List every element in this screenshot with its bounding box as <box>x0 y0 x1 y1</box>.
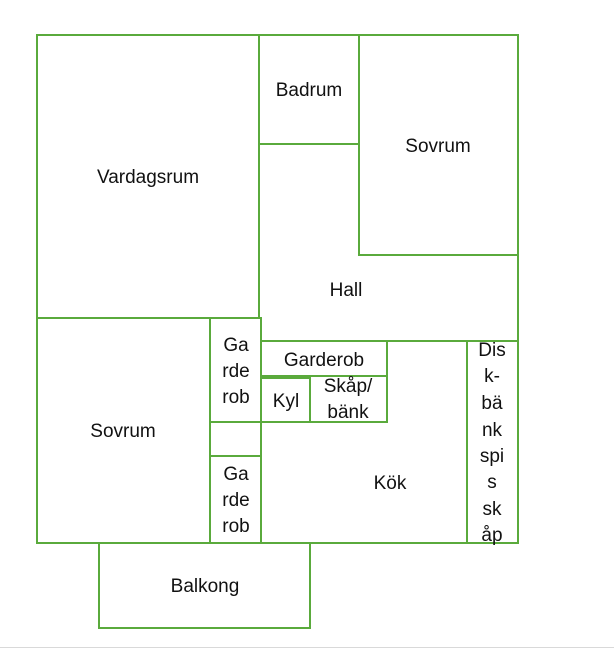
room-garderob-top-left <box>209 317 262 423</box>
label-diskbank-6: s <box>487 472 497 493</box>
label-badrum: Badrum <box>276 80 343 101</box>
room-garderob-bottom-left <box>209 455 262 544</box>
label-garderob-kitchen: Garderob <box>284 350 364 371</box>
label-diskbank-5: spi <box>480 446 504 467</box>
label-vardagsrum: Vardagsrum <box>97 167 199 188</box>
label-garderob-bottom-left-3: rob <box>222 516 249 537</box>
label-garderob-top-left-2: rde <box>222 361 249 382</box>
label-hall: Hall <box>330 280 363 301</box>
room-diskbank <box>466 340 519 544</box>
label-skap-bank-1: Skåp/ <box>324 376 373 397</box>
label-diskbank-4: nk <box>482 420 503 441</box>
room-badrum <box>258 34 360 145</box>
label-diskbank-8: åp <box>481 525 502 546</box>
label-sovrum-top: Sovrum <box>405 136 470 157</box>
room-vardagsrum <box>36 34 260 319</box>
label-garderob-top-left-1: Ga <box>223 335 249 356</box>
room-sovrum-top <box>358 34 519 256</box>
label-diskbank-2: k- <box>484 366 500 387</box>
label-skap-bank-2: bänk <box>327 402 369 423</box>
label-garderob-bottom-left-1: Ga <box>223 464 249 485</box>
label-sovrum-left: Sovrum <box>90 421 155 442</box>
label-kyl: Kyl <box>273 391 299 412</box>
label-kok: Kök <box>374 473 407 494</box>
label-garderob-top-left-3: rob <box>222 387 249 408</box>
label-garderob-bottom-left-2: rde <box>222 490 249 511</box>
closet-gap <box>209 421 262 457</box>
room-balkong <box>98 542 311 629</box>
room-kyl <box>260 377 311 423</box>
bottom-divider <box>0 647 614 648</box>
label-diskbank-7: sk <box>483 499 503 520</box>
label-balkong: Balkong <box>171 576 240 597</box>
label-diskbank-1: Dis <box>478 340 505 361</box>
label-diskbank-3: bä <box>481 393 503 414</box>
room-skap-bank <box>309 375 388 423</box>
